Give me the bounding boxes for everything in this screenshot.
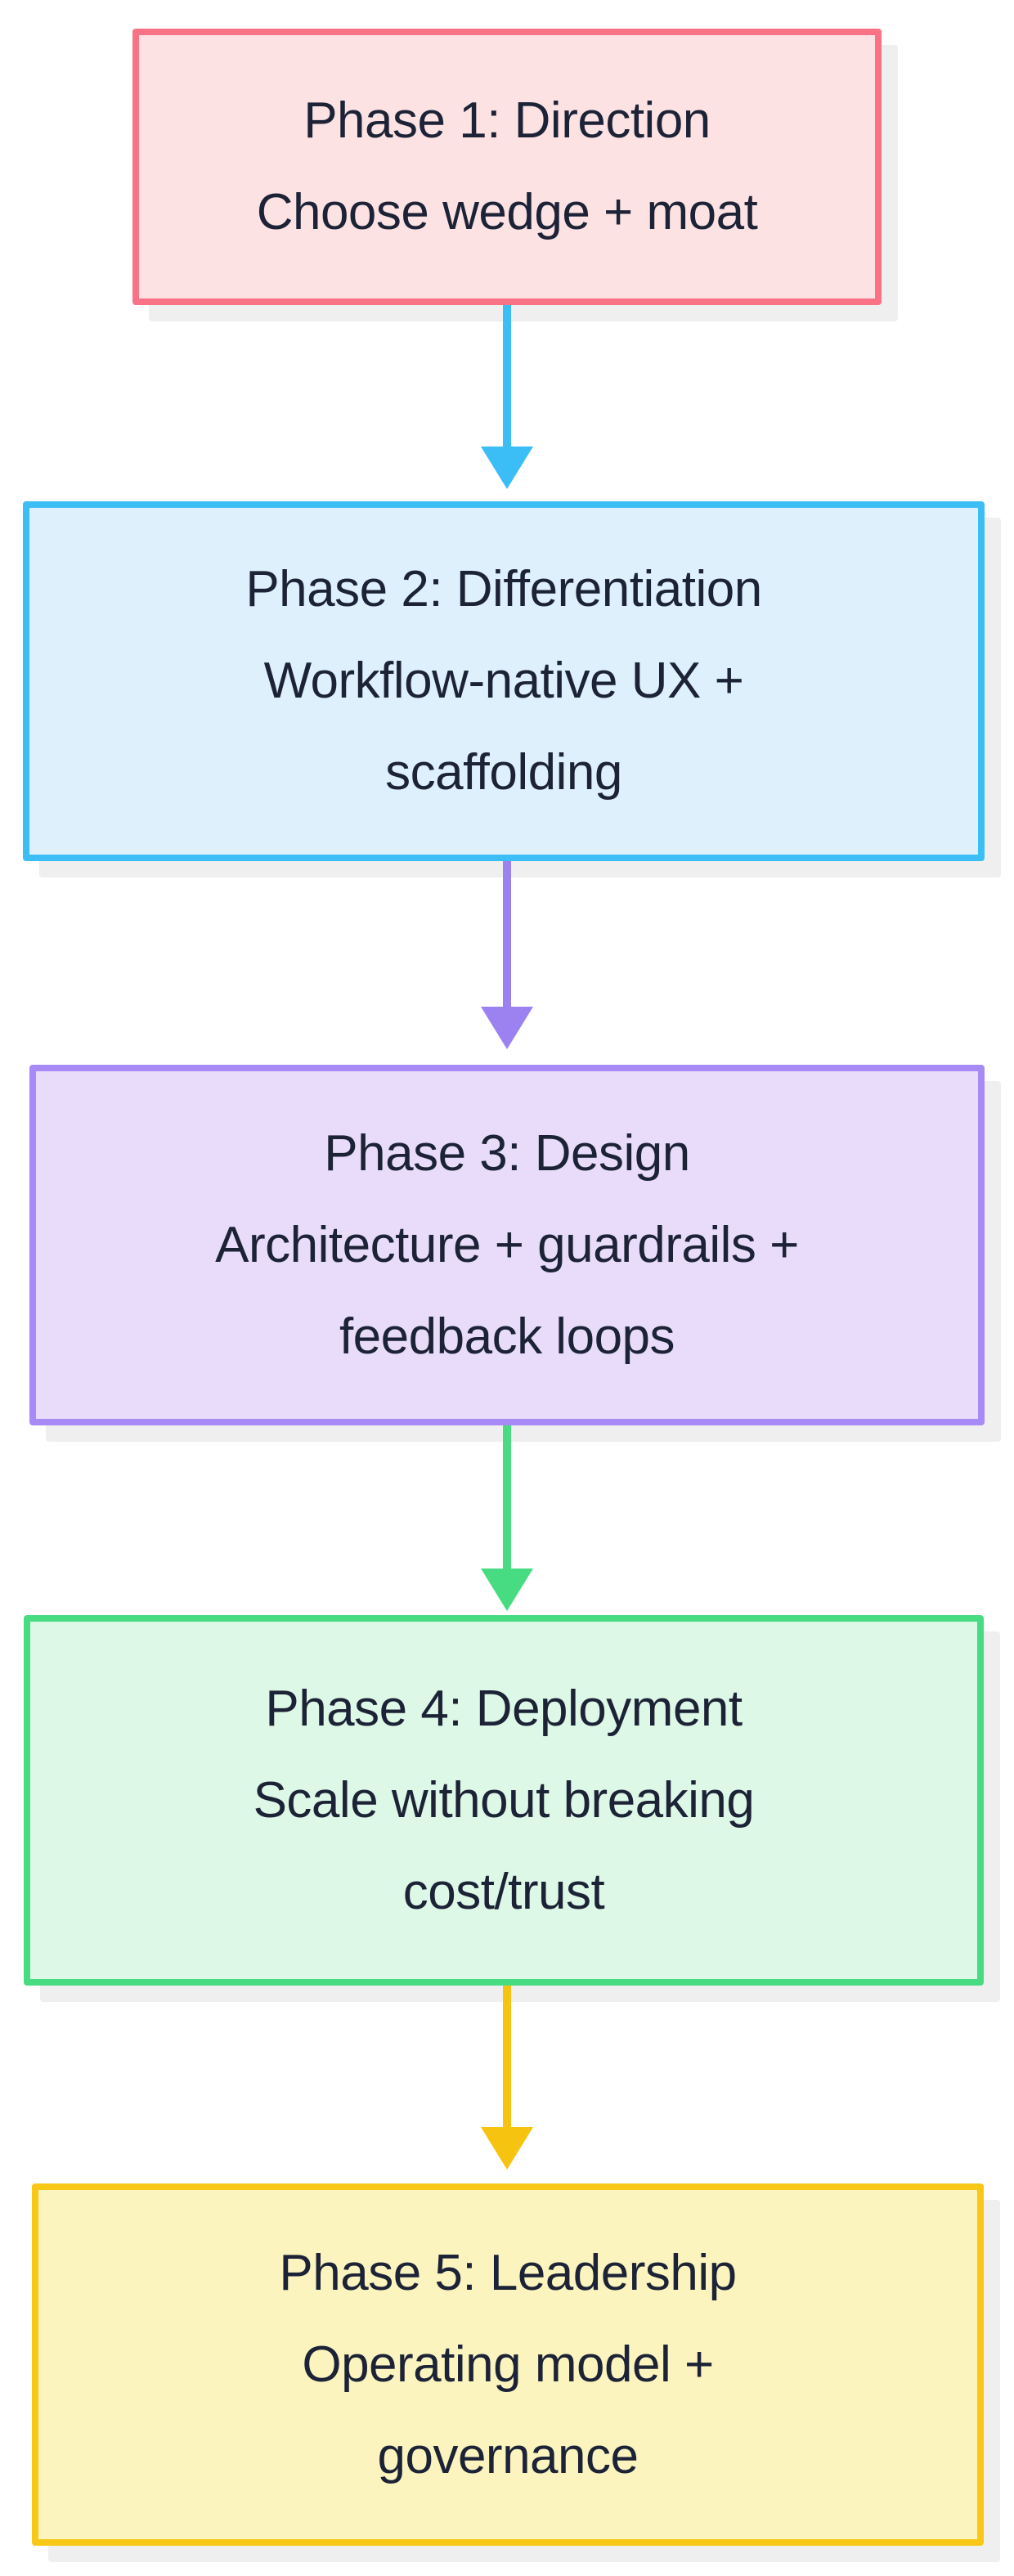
node-subtitle-line: Operating model +: [302, 2336, 714, 2393]
node-title: Phase 2: Differentiation: [245, 561, 762, 617]
arrow-stem: [503, 861, 511, 1008]
arrowhead-down-icon: [481, 1007, 533, 1049]
node-subtitle-line: feedback loops: [339, 1308, 675, 1365]
flow-node-phase-2: Phase 2: Differentiation Workflow-native…: [23, 501, 985, 861]
node-subtitle-line: Architecture + guardrails +: [215, 1216, 799, 1273]
arrow-stem: [503, 305, 511, 447]
connector-phase2-to-phase3: [481, 861, 533, 1049]
node-subtitle-line: Workflow-native UX +: [263, 653, 744, 709]
node-title: Phase 1: Direction: [303, 92, 711, 149]
arrowhead-down-icon: [481, 2127, 533, 2170]
node-title: Phase 4: Deployment: [265, 1680, 743, 1737]
node-subtitle-line: Scale without breaking: [253, 1771, 755, 1829]
connector-phase3-to-phase4: [481, 1425, 533, 1611]
arrow-stem: [503, 1986, 511, 2128]
arrowhead-down-icon: [481, 447, 533, 489]
node-subtitle-line: governance: [377, 2427, 639, 2484]
node-subtitle-line: scaffolding: [385, 744, 622, 801]
arrow-stem: [503, 1425, 511, 1569]
flow-node-phase-4: Phase 4: Deployment Scale without breaki…: [24, 1615, 984, 1986]
flow-node-phase-1: Phase 1: Direction Choose wedge + moat: [132, 29, 882, 305]
flow-node-phase-5: Phase 5: Leadership Operating model + go…: [32, 2183, 984, 2546]
arrowhead-down-icon: [481, 1568, 533, 1611]
connector-phase1-to-phase2: [481, 305, 533, 489]
node-subtitle-line: cost/trust: [402, 1863, 605, 1920]
connector-phase4-to-phase5: [481, 1986, 533, 2170]
node-title: Phase 5: Leadership: [279, 2244, 737, 2301]
node-subtitle-line: Choose wedge + moat: [256, 184, 758, 240]
node-title: Phase 3: Design: [324, 1124, 690, 1182]
flow-node-phase-3: Phase 3: Design Architecture + guardrail…: [29, 1065, 985, 1425]
